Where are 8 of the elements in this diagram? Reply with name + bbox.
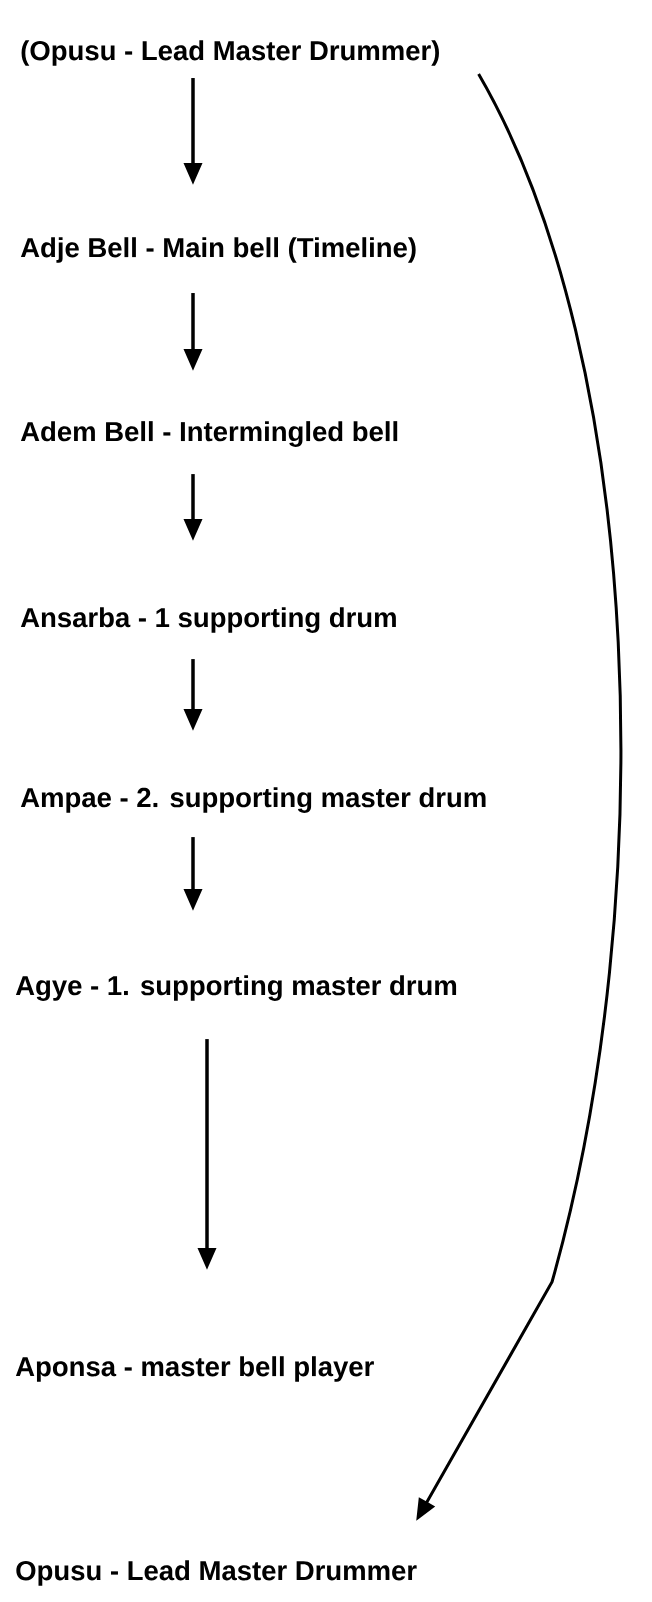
stage-label: Ansarba - 1 supporting drum [20, 607, 396, 633]
stage-label: Adje Bell - Main bell (Timeline) [20, 237, 416, 263]
stage-label: Agye - 1. supporting master drum [15, 975, 457, 1001]
stage-label: (Opusu - Lead Master Drummer) [21, 40, 439, 66]
stage-label: Aponsa - master bell player [15, 1356, 374, 1382]
stage-label: Adem Bell - Intermingled bell [20, 421, 398, 447]
stage-label: Opusu - Lead Master Drummer [16, 1560, 417, 1586]
stage-label: Ampae - 2. supporting master drum [20, 787, 486, 813]
